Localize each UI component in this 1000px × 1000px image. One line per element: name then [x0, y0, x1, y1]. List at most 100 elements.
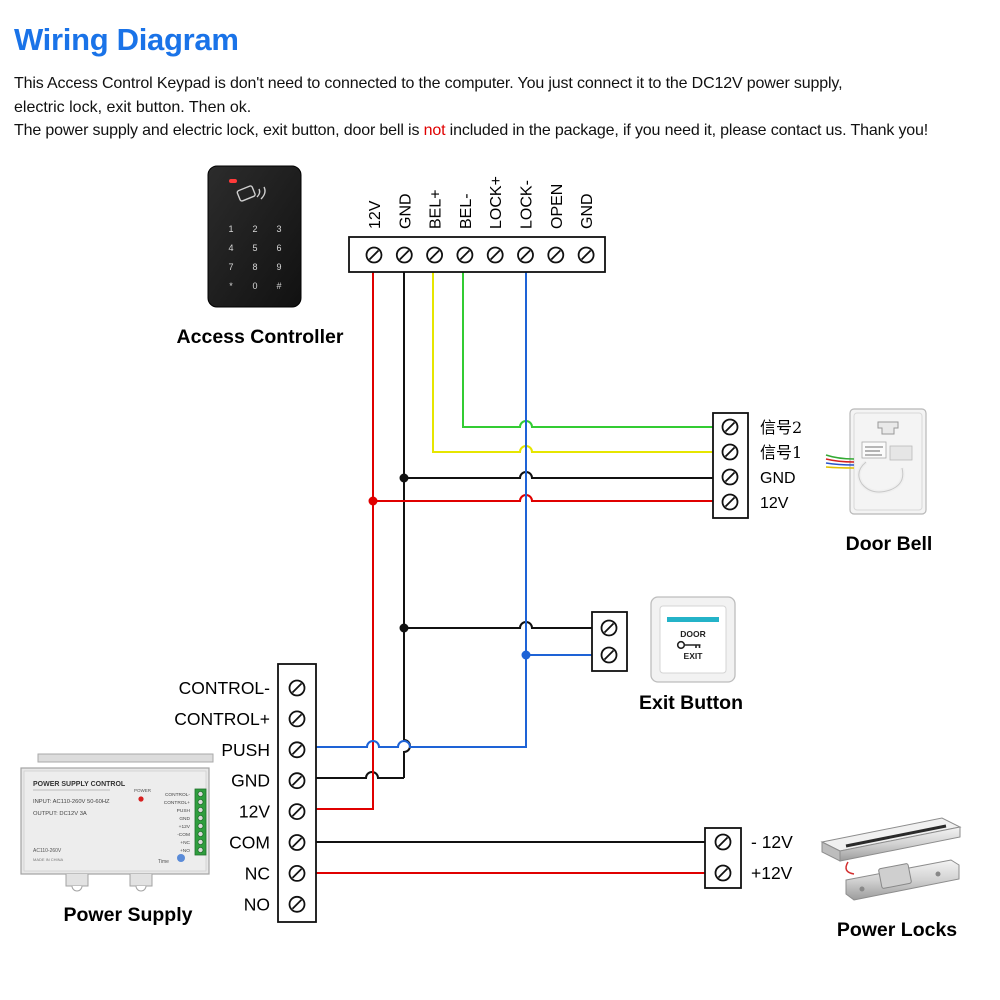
controller-terminal-screw — [486, 246, 504, 264]
door-bell-terminal-block — [712, 412, 749, 519]
controller-terminal-label: BEL- — [458, 193, 475, 229]
psu-device-input: INPUT: AC110-260V 50-60HZ — [33, 799, 110, 805]
exit-button-terminal-screw — [600, 619, 618, 637]
intro-text: This Access Control Keypad is don't need… — [14, 72, 994, 143]
power-supply-terminal-label: 12V — [239, 802, 270, 822]
door-bell-terminal-screw — [721, 468, 739, 486]
key-icon — [676, 640, 701, 650]
psu-green-terminal — [197, 791, 204, 798]
wire-blue-lock-minus — [313, 256, 527, 748]
intro-line-1: This Access Control Keypad is don't need… — [14, 75, 843, 92]
keypad-key: 7 — [228, 262, 233, 272]
controller-terminal-screw — [577, 246, 595, 264]
keypad-key: 5 — [252, 243, 257, 253]
power-supply-device: POWER SUPPLY CONTROL INPUT: AC110-260V 5… — [20, 753, 214, 892]
controller-terminal-block — [348, 236, 606, 273]
controller-terminal-label: GND — [579, 193, 596, 229]
controller-terminal-label: 12V — [367, 200, 384, 229]
wire-black-gnd-trunk — [403, 256, 411, 778]
power-supply-terminal-label: GND — [231, 771, 270, 791]
power-supply-terminal-screw — [288, 865, 306, 882]
power-locks-terminal-screw — [714, 833, 732, 851]
controller-terminal-label: OPEN — [549, 184, 566, 229]
psu-device-terminal-label: -COM — [177, 832, 190, 838]
wire-red-12v-trunk — [313, 256, 374, 810]
exit-face-door: DOOR — [680, 629, 706, 639]
intro-line-3: The power supply and electric lock, exit… — [14, 119, 994, 143]
door-bell-terminal-label: 12V — [760, 495, 789, 512]
keypad-key: 0 — [252, 281, 257, 291]
intro-line-3-end: included in the package, if you need it,… — [445, 122, 929, 139]
wires — [313, 256, 718, 874]
card-icon — [236, 185, 266, 202]
junction-dot — [399, 623, 409, 633]
power-supply-terminal-screw — [288, 895, 306, 913]
power-locks-terminal-label: +12V — [751, 863, 793, 883]
psu-green-terminal — [197, 831, 204, 838]
keypad-key: 2 — [252, 224, 257, 234]
wire-red-12v-to-bell — [373, 494, 718, 502]
controller-terminal-screw — [456, 246, 474, 264]
keypad-key: 9 — [276, 262, 281, 272]
page-title: Wiring Diagram — [14, 22, 239, 57]
controller-terminal-screw — [426, 246, 444, 264]
wire-black-gnd-to-psu — [313, 771, 404, 779]
controller-terminal-label: BEL+ — [428, 189, 445, 229]
psu-device-power: POWER — [134, 788, 152, 793]
intro-line-3-start: The power supply and electric lock, exit… — [14, 122, 424, 139]
exit-button-device: DOOR EXIT — [650, 596, 736, 683]
keypad-key: 8 — [252, 262, 257, 272]
psu-device-terminal-label: CONTROL+ — [164, 800, 190, 806]
power-supply-terminal-label: COM — [229, 833, 270, 853]
intro-line-2: electric lock, exit button. Then ok. — [14, 98, 252, 116]
power-supply-terminal-screw — [288, 772, 306, 790]
power-locks-caption: Power Locks — [837, 919, 957, 941]
psu-device-title: POWER SUPPLY CONTROL — [33, 781, 126, 788]
exit-button-terminal-screw — [600, 646, 618, 664]
psu-device-ac: AC110-260V — [33, 848, 62, 854]
not-highlight: not — [423, 122, 446, 139]
controller-terminal-label: GND — [397, 193, 414, 229]
psu-time-knob — [177, 854, 185, 862]
keypad-key: 6 — [276, 243, 281, 253]
power-locks-terminal-screw — [714, 864, 732, 882]
door-bell-terminal-label: 信号1 — [760, 443, 802, 462]
controller-terminal-screw — [547, 246, 565, 264]
power-supply-terminal-screw — [288, 710, 306, 728]
keypad-key: 4 — [228, 243, 233, 253]
psu-device-terminal-label: PUSH — [177, 808, 191, 814]
psu-green-terminal — [197, 823, 204, 830]
exit-button-terminal-block — [591, 611, 628, 672]
psu-device-terminal-label: +NO — [180, 848, 190, 854]
junction-dot — [399, 473, 409, 483]
psu-device-terminal-label: +12V — [179, 824, 191, 830]
controller-terminal-screw — [395, 246, 413, 264]
power-locks-terminal-label: - 12V — [751, 832, 793, 852]
controller-terminal-label: LOCK+ — [488, 176, 505, 229]
power-supply-terminal-screw — [288, 803, 306, 820]
psu-green-terminal — [197, 815, 204, 822]
door-bell-terminal-screw — [721, 443, 739, 461]
junction-dot — [521, 650, 531, 660]
power-supply-terminal-label: CONTROL- — [179, 678, 271, 698]
psu-device-terminal-label: CONTROL- — [165, 792, 190, 798]
psu-power-led — [138, 796, 144, 802]
wire-yellow-bel-plus — [432, 256, 718, 453]
wire-black-gnd-to-exit — [404, 621, 597, 629]
exit-face-exit: EXIT — [684, 651, 704, 661]
psu-green-terminal — [197, 799, 204, 806]
power-supply-terminal-screw — [288, 741, 306, 759]
power-supply-terminal-label: PUSH — [221, 740, 270, 760]
wire-black-gnd-to-bell — [404, 471, 718, 479]
door-bell-caption: Door Bell — [846, 533, 933, 555]
psu-green-terminal — [197, 847, 204, 854]
psu-green-terminal — [197, 839, 204, 846]
exit-button-caption: Exit Button — [639, 692, 743, 714]
psu-green-terminal — [197, 807, 204, 814]
